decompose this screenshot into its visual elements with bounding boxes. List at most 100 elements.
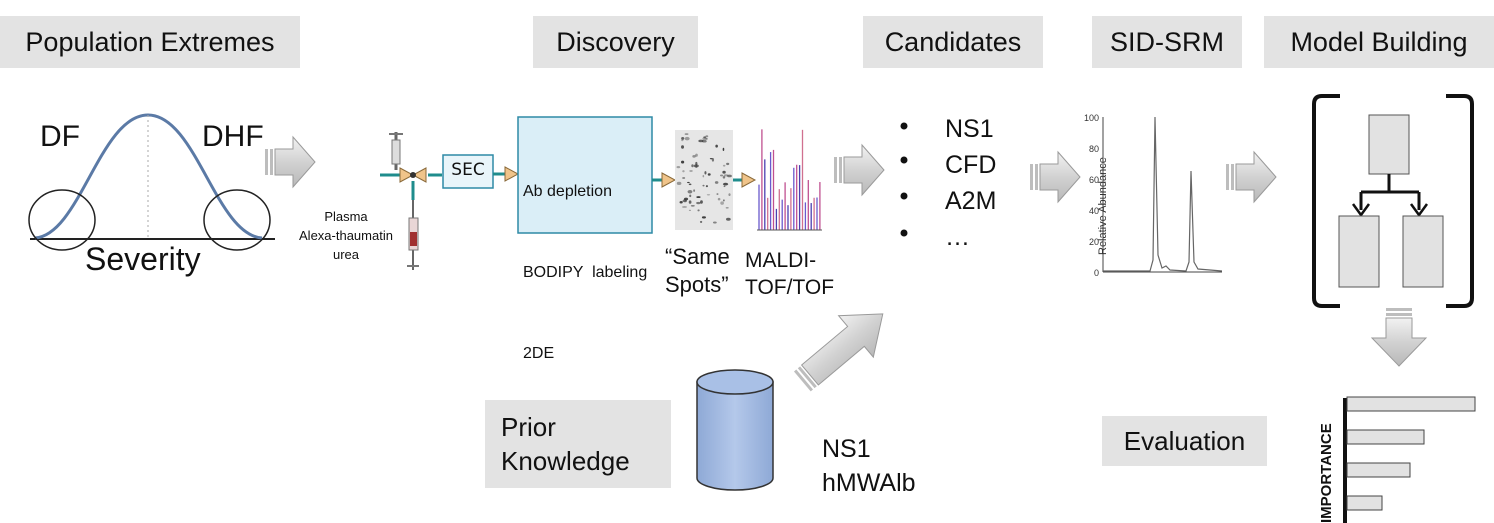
srm-ytick-label: 40 — [1089, 206, 1099, 216]
gel-spot — [704, 171, 707, 175]
gel-spot — [698, 139, 704, 143]
gel-spot — [703, 136, 707, 139]
gel-spot — [723, 185, 726, 188]
importance-bar — [1346, 462, 1411, 478]
gel-spot — [726, 217, 731, 221]
gel-spot — [691, 164, 694, 168]
gel-spot — [702, 137, 705, 140]
gel-spot — [725, 207, 729, 209]
block-arrow-icon — [264, 136, 316, 188]
gel-spot — [684, 133, 689, 135]
bell-curve-icon — [28, 113, 275, 251]
gel-spot — [684, 136, 690, 141]
srm-ytick-label: 20 — [1089, 237, 1099, 247]
gel-spot — [715, 144, 718, 148]
block-arrow-icon — [833, 144, 885, 196]
gel-spot — [722, 199, 725, 202]
sec-label: SEC — [451, 160, 485, 180]
importance-bar — [1346, 429, 1425, 445]
gel-spot — [696, 196, 701, 199]
gel-caption: “Same Spots” — [665, 244, 730, 297]
gel-spot — [701, 216, 706, 219]
candidate-item: … — [945, 223, 970, 251]
gel-spot — [720, 174, 724, 177]
gel-spot — [679, 200, 683, 204]
gel-spot — [706, 194, 711, 196]
bell-right-label: DHF — [202, 120, 264, 153]
syringe-icon — [389, 132, 419, 270]
importance-bar — [1346, 396, 1476, 412]
gel-spot — [676, 165, 681, 169]
maldi-caption: MALDI- TOF/TOF — [745, 249, 835, 299]
gel-spot — [682, 177, 686, 179]
gel-spot — [683, 198, 687, 203]
gel-spot — [688, 183, 692, 186]
gel-spot — [676, 181, 682, 186]
srm-chromatogram: 100 80 60 40 20 0 — [1084, 113, 1223, 278]
candidate-item: NS1 — [945, 115, 994, 143]
gel-spot — [696, 201, 701, 205]
gel-spot — [722, 147, 725, 151]
stage-sid-srm: SID-SRM — [1092, 16, 1242, 68]
gel-spot — [705, 185, 708, 188]
gel-spot — [687, 190, 693, 194]
importance-chart — [1343, 396, 1476, 523]
gel-spot — [682, 170, 685, 173]
stage-population-extremes: Population Extremes — [0, 16, 300, 68]
gel-spot — [709, 157, 713, 160]
gel-spot — [688, 200, 692, 204]
gel-spot — [695, 153, 698, 157]
gel-spot — [716, 193, 719, 195]
gel-spot — [681, 160, 685, 164]
gel-spot — [705, 135, 709, 138]
srm-ylabel: Relative Abundance — [1097, 157, 1109, 255]
importance-axis-label: IMPORTANCE — [1318, 423, 1335, 523]
down-block-arrow-icon — [1370, 308, 1428, 367]
gel-spot — [681, 136, 685, 140]
gel-spot — [702, 184, 705, 187]
candidate-list: NS1 CFD A2M … — [945, 111, 996, 255]
gel-spot — [699, 220, 703, 224]
gel-spot — [723, 174, 729, 177]
spectrum-icon — [757, 129, 822, 231]
tree-diagram-icon — [1312, 94, 1474, 308]
gel-spot — [693, 189, 696, 192]
gel-spot — [722, 182, 729, 186]
gel-spot — [688, 209, 692, 212]
evaluation-label: Evaluation — [1102, 416, 1267, 466]
gel-spot — [707, 173, 711, 176]
gel-spot — [681, 139, 684, 142]
gel-spot — [700, 200, 703, 204]
gel-spot — [714, 181, 719, 184]
gel-spot — [728, 193, 731, 197]
bell-left-label: DF — [40, 120, 80, 153]
diagonal-block-arrow-icon — [793, 313, 884, 392]
prior-knowledge-label: Prior Knowledge — [485, 400, 671, 488]
gel-spot — [702, 174, 705, 178]
gel-spot — [689, 194, 692, 198]
candidate-item: A2M — [945, 187, 997, 215]
gel-spot — [689, 169, 693, 172]
gel-spot — [720, 201, 724, 205]
gel-spot — [682, 206, 687, 208]
importance-bar — [1346, 495, 1383, 511]
srm-ytick-label: 100 — [1084, 113, 1099, 123]
gel-spot — [727, 174, 732, 178]
srm-ytick-label: 80 — [1089, 144, 1099, 154]
gel-spot — [692, 155, 696, 158]
gel-spot — [726, 162, 730, 166]
srm-ytick-label: 60 — [1089, 175, 1099, 185]
gel-spot — [722, 164, 726, 167]
stage-model-building: Model Building — [1264, 16, 1494, 68]
srm-ytick-label: 0 — [1094, 268, 1099, 278]
gel-spot — [687, 181, 690, 184]
prior-items: NS1 hMWAlb — [822, 435, 916, 497]
stage-candidates: Candidates — [863, 16, 1043, 68]
gel-image-icon — [675, 130, 733, 230]
candidate-item: CFD — [945, 151, 997, 179]
block-arrow-icon — [1029, 151, 1081, 203]
processing-steps: Ab depletion BODIPY labeling 2DE — [523, 183, 648, 362]
database-icon — [696, 369, 774, 491]
gel-spot — [693, 164, 699, 168]
